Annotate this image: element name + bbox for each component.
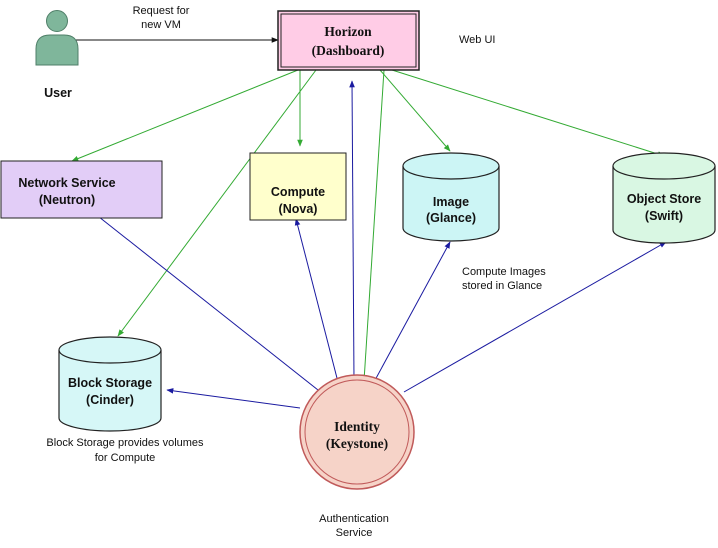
request-label-line1: Request for	[133, 5, 190, 17]
identity-node: Identity (Keystone)	[299, 374, 415, 490]
identity-title: Identity	[334, 419, 380, 434]
horizon-node: Horizon (Dashboard)	[277, 10, 420, 71]
edge-horizon-identity	[361, 69, 385, 382]
edge-horizon-image	[379, 69, 451, 152]
block-storage-title: Block Storage	[68, 376, 152, 390]
edge-identity-object-store	[403, 241, 667, 393]
object-store-node: Object Store (Swift)	[612, 152, 716, 244]
note-block-volumes-line2: for Compute	[95, 452, 156, 464]
compute-title: Compute	[271, 185, 325, 199]
image-subtitle: (Glance)	[426, 211, 476, 225]
compute-subtitle: (Nova)	[279, 202, 318, 216]
edge-horizon-block-storage	[117, 69, 317, 337]
web-ui-label: Web UI	[459, 34, 495, 46]
compute-node: Compute (Nova)	[249, 152, 347, 221]
edge-identity-image	[373, 241, 451, 383]
edge-identity-horizon	[349, 80, 355, 382]
note-block-volumes-line1: Block Storage provides volumes	[46, 437, 204, 449]
edge-horizon-network	[71, 69, 299, 162]
note-compute-images-line1: Compute Images	[462, 266, 546, 278]
user-node: User	[35, 10, 79, 100]
object-store-title: Object Store	[627, 192, 701, 206]
image-node: Image (Glance)	[402, 152, 500, 242]
object-store-subtitle: (Swift)	[645, 209, 683, 223]
horizon-subtitle: (Dashboard)	[312, 43, 385, 58]
user-label: User	[44, 86, 72, 100]
network-subtitle: (Neutron)	[39, 193, 95, 207]
block-storage-node: Block Storage (Cinder)	[58, 336, 162, 432]
network-service-node: Network Service (Neutron)	[0, 160, 163, 219]
person-icon	[35, 10, 79, 66]
note-auth-line1: Authentication	[319, 513, 389, 525]
identity-subtitle: (Keystone)	[326, 436, 388, 451]
request-label-line2: new VM	[141, 19, 181, 31]
edge-horizon-object-store	[391, 69, 665, 157]
note-auth-line2: Service	[336, 527, 373, 539]
edge-identity-network	[69, 193, 319, 391]
horizon-title: Horizon	[324, 24, 372, 39]
block-storage-subtitle: (Cinder)	[86, 393, 134, 407]
image-title: Image	[433, 195, 469, 209]
edge-identity-block-storage	[166, 388, 301, 409]
note-compute-images-line2: stored in Glance	[462, 280, 542, 292]
edge-identity-compute	[294, 218, 339, 383]
network-title: Network Service	[18, 176, 115, 190]
